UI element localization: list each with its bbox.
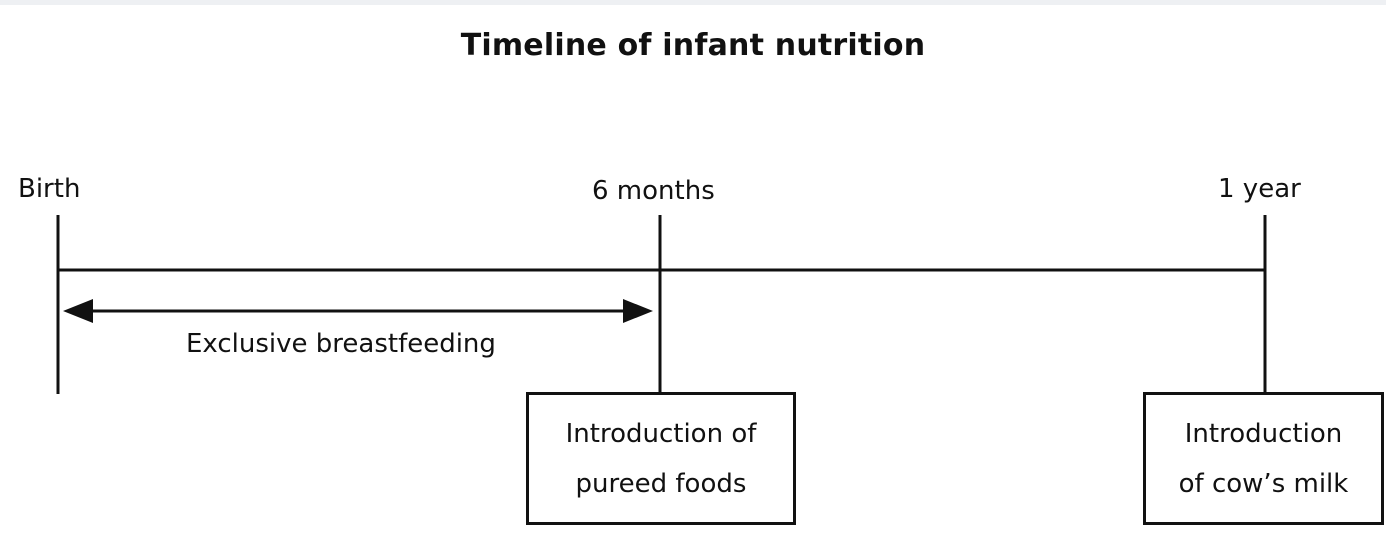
cows-milk-line-2: of cow’s milk [1178,468,1349,499]
milestone-six-months-label: 6 months [592,176,715,206]
pureed-foods-line-2: pureed foods [575,468,747,499]
cows-milk-box: Introduction of cow’s milk [1143,392,1384,525]
milestone-one-year-label: 1 year [1218,174,1301,204]
span-label: Exclusive breastfeeding [186,329,496,359]
top-strip [0,0,1386,5]
pureed-foods-box: Introduction of pureed foods [526,392,796,525]
arrowhead-left-icon [63,299,93,323]
arrowhead-right-icon [623,299,653,323]
cows-milk-line-1: Introduction [1184,418,1343,449]
milestone-birth-label: Birth [18,174,81,204]
pureed-foods-line-1: Introduction of [565,418,757,449]
diagram-title: Timeline of infant nutrition [460,28,926,63]
